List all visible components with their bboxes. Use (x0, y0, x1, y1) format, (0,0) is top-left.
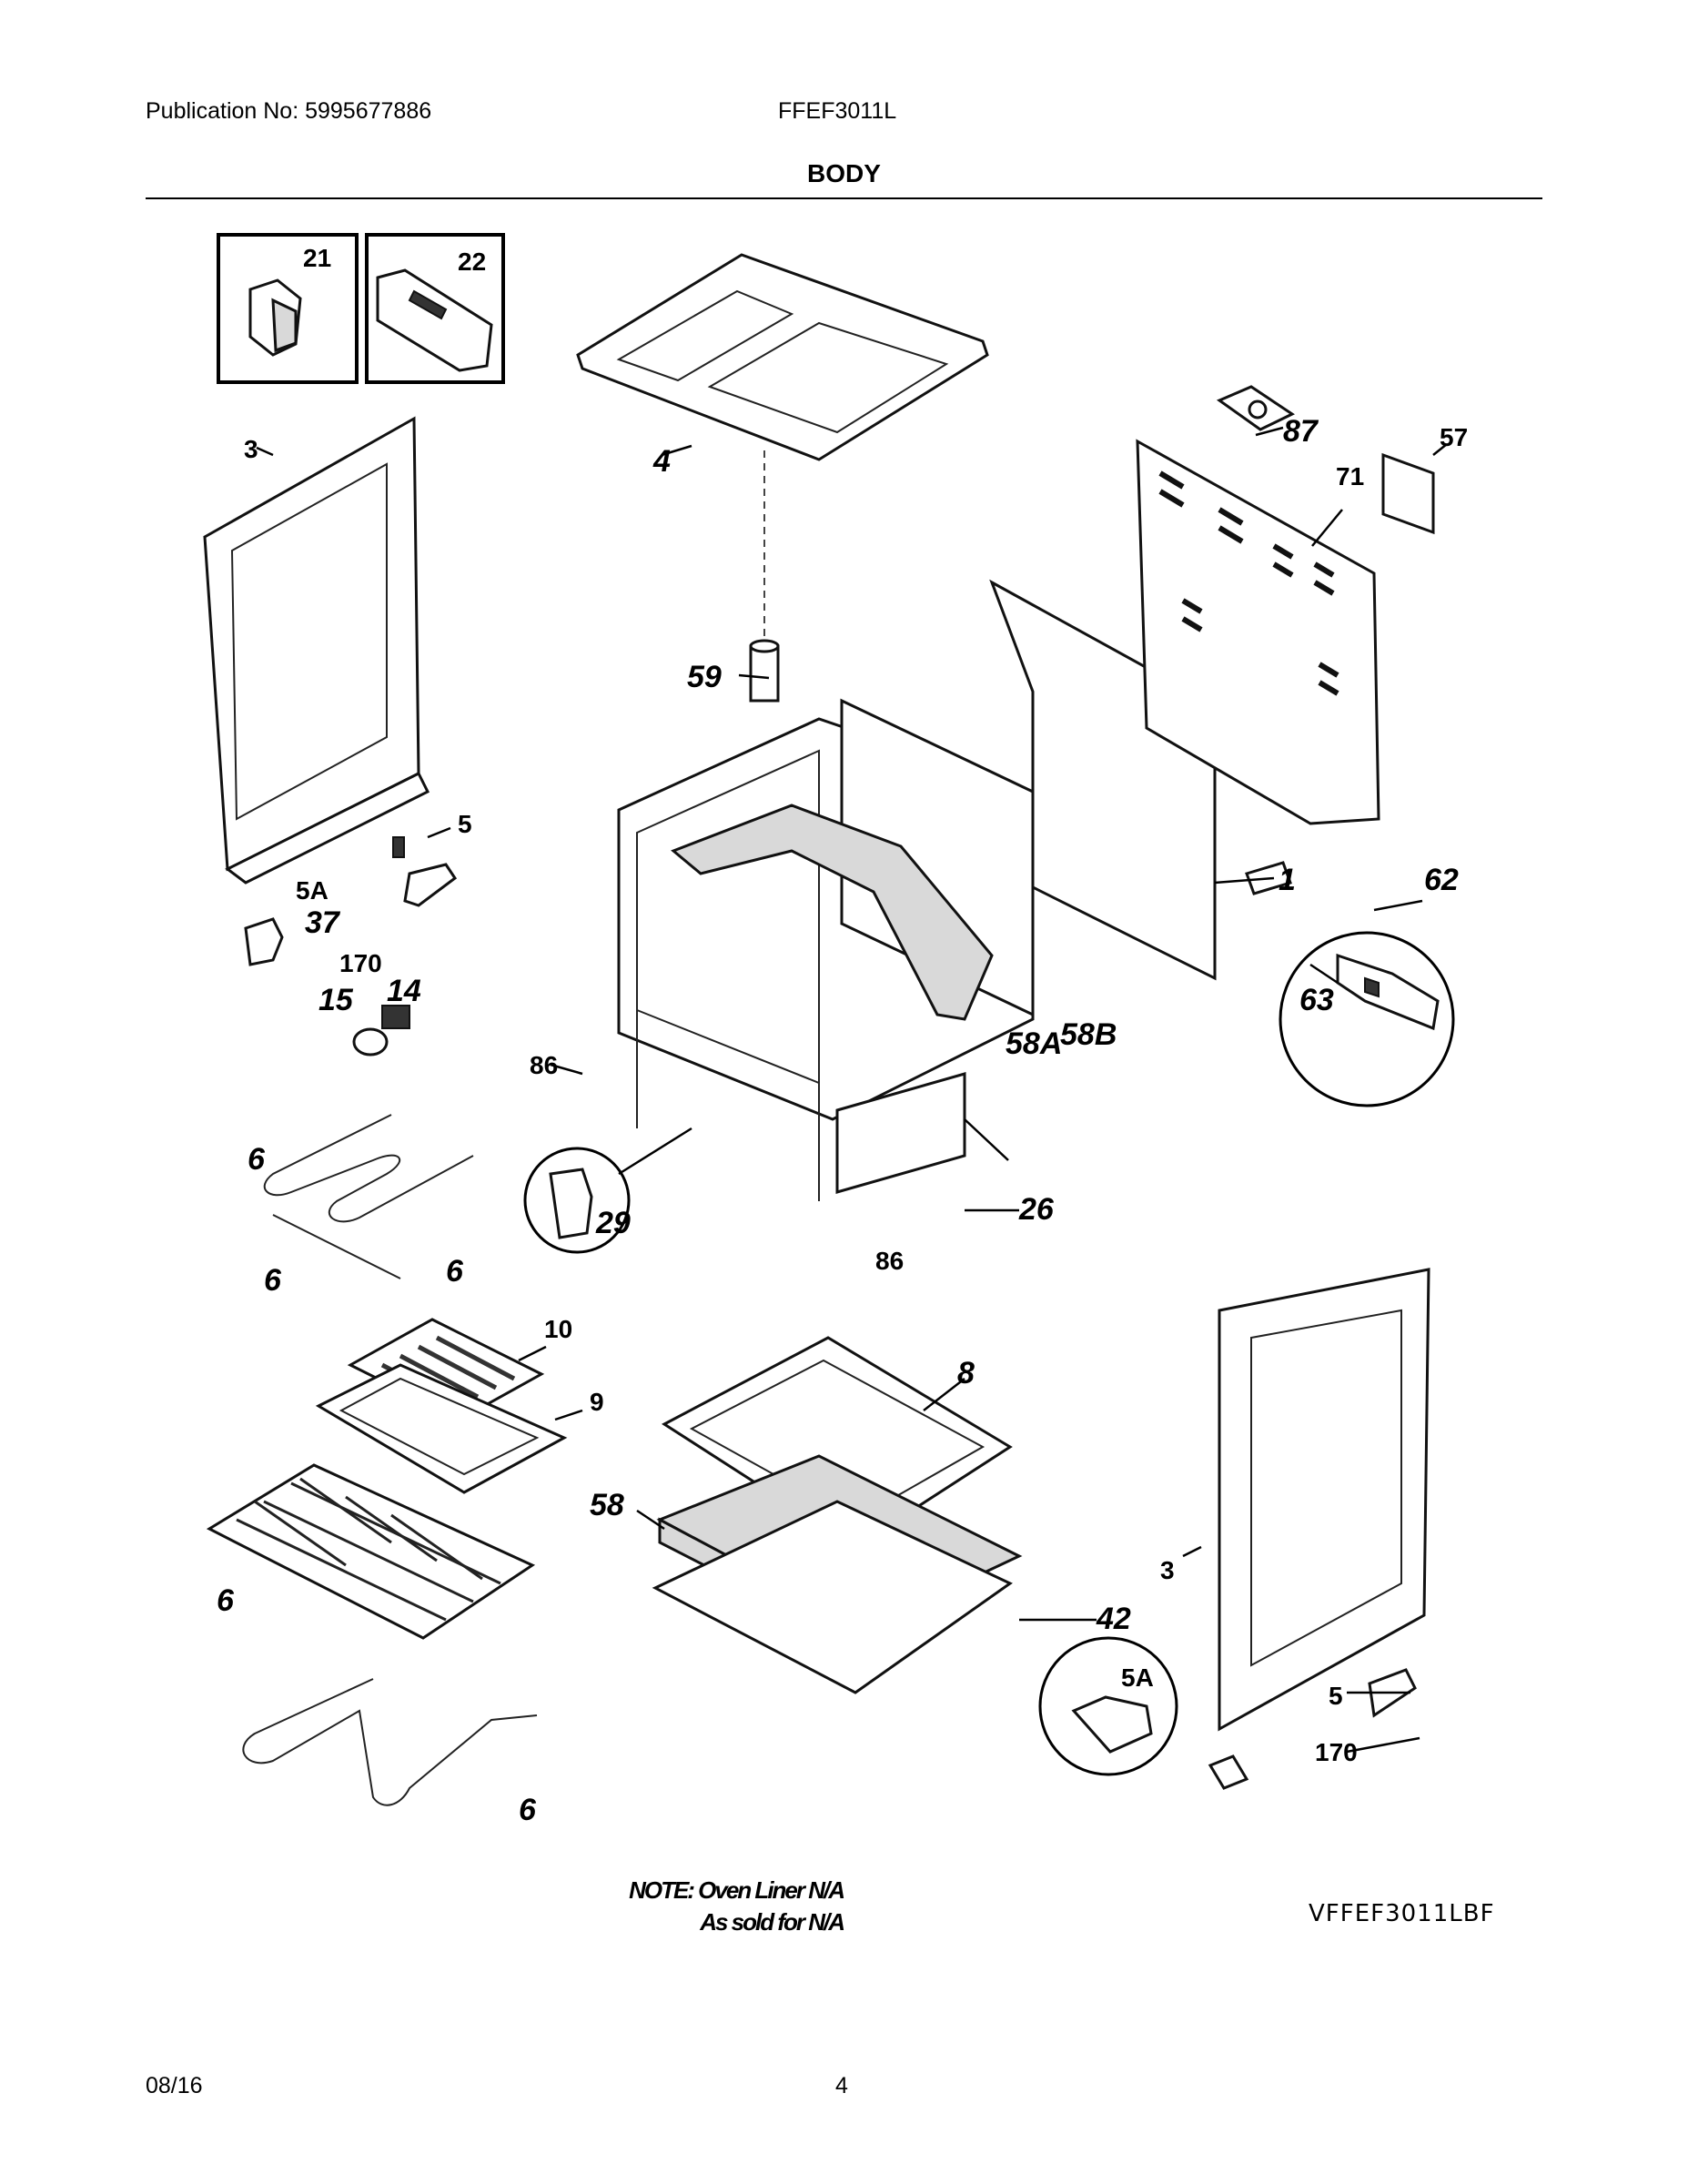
part-9-broil-pan (315, 1363, 568, 1494)
part-42-bottom-panel (652, 1500, 1013, 1694)
note-line-1: NOTE: Oven Liner N/A (629, 1876, 845, 1904)
callout-10: 10 (544, 1315, 572, 1343)
callout-86-left: 86 (530, 1051, 558, 1079)
part-6-bake-element (242, 1678, 538, 1806)
inset-part-21 (217, 233, 359, 384)
part-87-plate (1216, 385, 1296, 431)
callout-87: 87 (1283, 414, 1319, 449)
callout-9: 9 (590, 1388, 604, 1416)
callout-37: 37 (305, 905, 341, 940)
callout-6-b: 6 (264, 1263, 282, 1298)
part-6-oven-rack (206, 1463, 536, 1640)
callout-58b: 58B (1060, 1017, 1117, 1052)
part-6-broil-element (263, 1114, 474, 1279)
callout-8: 8 (957, 1356, 975, 1390)
callout-1: 1 (1279, 863, 1296, 897)
callout-3-right: 3 (1160, 1556, 1175, 1584)
callout-170-right: 170 (1315, 1738, 1358, 1766)
diagram-reference-code: VFFEF3011LBF (1309, 1900, 1495, 1927)
callout-3: 3 (244, 435, 258, 463)
callout-59: 59 (687, 660, 722, 694)
section-title: BODY (807, 159, 881, 187)
callout-5a-detail: 5A (1121, 1663, 1154, 1692)
callout-86-right: 86 (875, 1247, 904, 1275)
callout-5-right: 5 (1329, 1682, 1343, 1710)
oven-cavity (617, 698, 1035, 1201)
part-14-15-oven-light (352, 1005, 410, 1057)
callout-6-c: 6 (446, 1254, 464, 1289)
header-rule (146, 197, 1542, 199)
part-3-side-panel-left (203, 416, 430, 885)
leader-lines (256, 426, 1448, 1754)
callout-170: 170 (339, 949, 382, 977)
callout-5a: 5A (296, 876, 329, 905)
callout-57: 57 (1440, 423, 1468, 451)
callout-15: 15 (318, 983, 354, 1017)
callout-26: 26 (1018, 1192, 1055, 1227)
callout-21: 21 (303, 244, 331, 272)
callout-63: 63 (1299, 983, 1334, 1017)
inset-part-22 (365, 233, 505, 384)
callout-14: 14 (387, 974, 421, 1008)
part-3-side-panel-right (1218, 1268, 1430, 1732)
callout-58a: 58A (1006, 1026, 1062, 1061)
detail-circle-62 (1245, 861, 1455, 1107)
callout-58: 58 (590, 1488, 624, 1522)
part-57-cover (1381, 452, 1435, 535)
detail-circle-29 (523, 1147, 631, 1254)
callout-71: 71 (1336, 462, 1364, 490)
callout-6-d: 6 (217, 1583, 235, 1618)
callout-6-e: 6 (519, 1793, 537, 1827)
callout-4: 4 (652, 444, 671, 479)
part-71-rear-panel (1136, 439, 1380, 825)
publication-number: Publication No: 5995677886 (146, 98, 432, 124)
part-59-vent (749, 639, 780, 703)
note-line-2: As sold for N/A (700, 1908, 845, 1936)
footer-date: 08/16 (146, 2073, 203, 2098)
callout-62: 62 (1424, 863, 1459, 897)
callout-22: 22 (458, 248, 486, 276)
callout-29: 29 (595, 1206, 631, 1240)
part-170-hinge-bracket (403, 863, 458, 907)
part-5a-hinge (244, 917, 284, 966)
callout-6-a: 6 (248, 1142, 266, 1177)
page-number: 4 (835, 2073, 848, 2098)
callout-42: 42 (1096, 1602, 1131, 1636)
part-4-cooktop-support (576, 253, 989, 637)
callout-5: 5 (458, 810, 472, 838)
model-number: FFEF3011L (778, 98, 897, 124)
part-5-hinge-screw (392, 836, 405, 858)
